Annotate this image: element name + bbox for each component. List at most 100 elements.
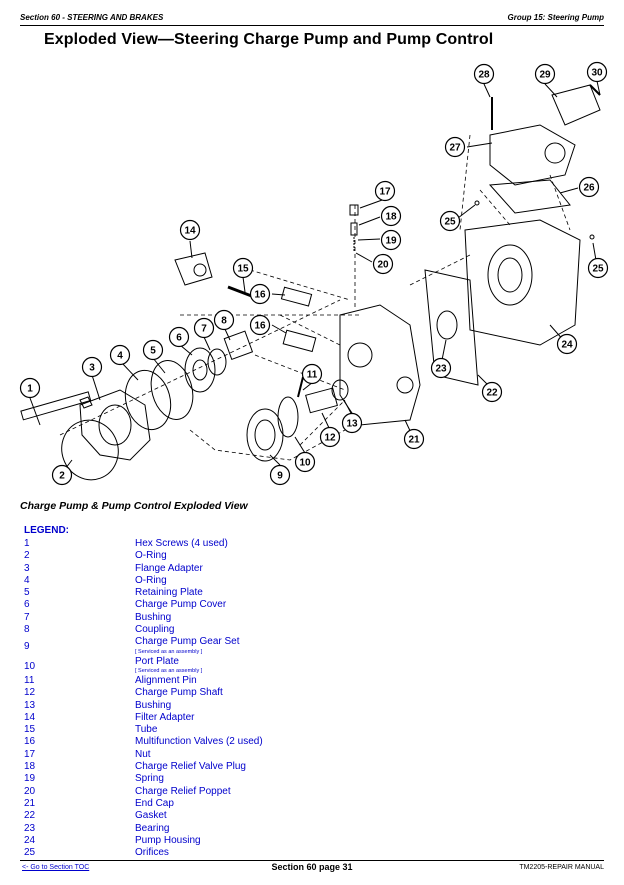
legend-item-description: Bearing — [135, 823, 169, 835]
legend-item-label: O-Ring — [135, 574, 167, 586]
legend-item: 21 End Cap — [24, 798, 424, 810]
exploded-view-diagram: 1234567891011121314151616171819202122232… — [19, 61, 609, 486]
svg-text:27: 27 — [449, 143, 461, 154]
callout-18: 18 — [380, 205, 402, 227]
svg-text:16: 16 — [254, 290, 266, 301]
legend-item-label: Retaining Plate — [135, 587, 203, 599]
legend-item-label: Nut — [135, 748, 151, 760]
legend-item-label: End Cap — [135, 797, 174, 809]
legend-item-number: 11 — [24, 674, 35, 686]
svg-text:9: 9 — [277, 471, 283, 482]
svg-text:29: 29 — [539, 70, 551, 81]
legend-item-description: Coupling — [135, 624, 174, 636]
legend-item-description: Pump Housing — [135, 835, 201, 847]
svg-text:4: 4 — [117, 351, 123, 362]
callout-8: 8 — [213, 309, 235, 331]
legend-item-label: Flange Adapter — [135, 562, 203, 574]
legend-item-description: Tube — [135, 724, 157, 736]
callout-22: 22 — [481, 381, 503, 403]
toc-link[interactable]: <- Go to Section TOC — [22, 864, 90, 871]
callout-3: 3 — [81, 356, 103, 378]
legend-item-label: Charge Pump Gear Set — [135, 636, 240, 648]
callout-14: 14 — [179, 219, 201, 241]
svg-text:21: 21 — [408, 435, 420, 446]
legend-item-number: 21 — [24, 797, 36, 809]
legend-item-number: 20 — [24, 785, 36, 797]
callout-4: 4 — [109, 344, 131, 366]
legend-item-label: Tube — [135, 724, 158, 736]
svg-text:23: 23 — [435, 364, 447, 375]
legend-item-number: 7 — [24, 611, 30, 623]
legend-item-number: 13 — [24, 699, 36, 711]
legend-item-description: Charge Relief Poppet — [135, 786, 231, 798]
legend-item-description: Filter Adapter — [135, 712, 194, 724]
legend-item: 19 Spring — [24, 773, 424, 785]
callout-5: 5 — [142, 339, 164, 361]
legend-item-number: 2 — [24, 550, 30, 562]
legend-item-description: Spring — [135, 773, 164, 785]
page-number: Section 60 page 31 — [271, 862, 353, 872]
legend-item: 17 Nut — [24, 749, 424, 761]
callout-16: 16 — [249, 283, 271, 305]
legend-item-label: Multifunction Valves (2 used) — [135, 736, 263, 748]
svg-text:2: 2 — [59, 471, 65, 482]
callout-13: 13 — [341, 412, 363, 434]
svg-text:8: 8 — [221, 316, 227, 327]
legend-item: 24 Pump Housing — [24, 835, 424, 847]
svg-text:20: 20 — [377, 260, 389, 271]
legend-item-label: Port Plate — [135, 655, 179, 667]
svg-text:28: 28 — [478, 70, 490, 81]
svg-text:19: 19 — [385, 236, 397, 247]
svg-text:26: 26 — [583, 183, 595, 194]
callout-16: 16 — [249, 314, 271, 336]
callout-6: 6 — [168, 326, 190, 348]
legend-item-description: Bushing — [135, 612, 171, 624]
legend-item-label: Filter Adapter — [135, 711, 195, 723]
legend-item-label: Bushing — [135, 699, 172, 711]
svg-text:16: 16 — [254, 321, 266, 332]
header-section: Section 60 - STEERING AND BRAKES — [20, 13, 164, 22]
svg-text:22: 22 — [486, 388, 498, 399]
svg-text:24: 24 — [561, 340, 573, 351]
svg-text:6: 6 — [176, 333, 182, 344]
legend-item-label: Hex Screws (4 used) — [135, 538, 228, 549]
legend-item-number: 3 — [24, 562, 30, 574]
legend-item-number: 19 — [24, 773, 36, 785]
legend-item-description: Retaining Plate — [135, 587, 203, 599]
svg-text:30: 30 — [591, 68, 603, 79]
legend-item: 2 O-Ring — [24, 550, 424, 562]
legend-item: 13 Bushing — [24, 700, 424, 712]
manual-id: TM2205-REPAIR MANUAL — [519, 864, 604, 871]
header-group: Group 15: Steering Pump — [507, 13, 604, 22]
header-divider — [20, 25, 604, 26]
svg-text:25: 25 — [592, 264, 604, 275]
legend-item-description: Charge Relief Valve Plug — [135, 761, 246, 773]
legend-item-label: Coupling — [135, 624, 175, 636]
callout-7: 7 — [193, 317, 215, 339]
legend-item-number: 17 — [24, 748, 36, 760]
legend-item-number: 24 — [24, 834, 36, 846]
callout-28: 28 — [473, 63, 495, 85]
figure-caption: Charge Pump & Pump Control Exploded View — [20, 500, 248, 512]
legend-item-label: Alignment Pin — [135, 674, 197, 686]
legend-item: 7 Bushing — [24, 612, 424, 624]
callout-29: 29 — [534, 63, 556, 85]
svg-text:15: 15 — [237, 264, 249, 275]
page-title: Exploded View—Steering Charge Pump and P… — [44, 31, 494, 48]
legend-item-number: 8 — [24, 624, 30, 636]
svg-text:25: 25 — [444, 217, 456, 228]
callout-30: 30 — [586, 61, 608, 83]
svg-text:17: 17 — [379, 187, 391, 198]
legend-item-description: Bushing — [135, 700, 171, 712]
legend-item: 3 Flange Adapter — [24, 563, 424, 575]
legend-item-label: Spring — [135, 773, 164, 785]
legend-item-description: O-Ring — [135, 550, 167, 562]
legend-item-description: Orifices — [135, 847, 169, 859]
legend-item: 8 Coupling — [24, 624, 424, 636]
legend-item-label: Orifices — [135, 847, 169, 859]
